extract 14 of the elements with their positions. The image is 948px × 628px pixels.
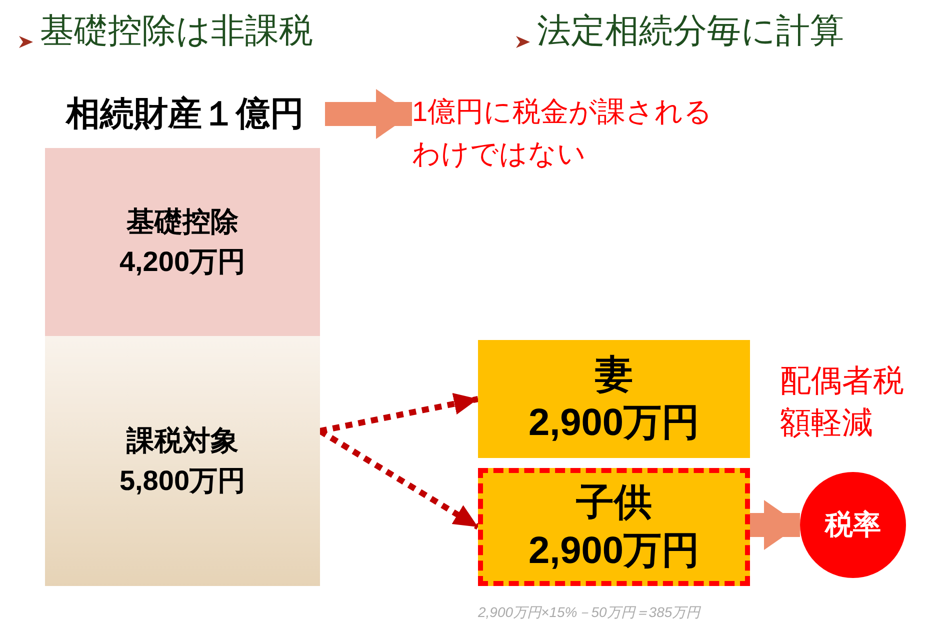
arrow	[750, 500, 800, 550]
share-box: 妻 2,900万円	[478, 340, 750, 458]
heading: 基礎控除は非課税	[40, 11, 313, 52]
arrow	[325, 89, 412, 139]
rate-circle: 税率	[800, 472, 906, 578]
deduction-box: 基礎控除 4,200万円	[45, 148, 320, 336]
heading: 法定相続分毎に計算	[537, 11, 844, 52]
bold-text: 相続財産１億円	[45, 90, 325, 138]
formula-note: 2,900万円×15%－50万円＝385万円	[478, 604, 700, 622]
share-box: 子供 2,900万円	[478, 468, 750, 586]
taxable-box: 課税対象 5,800万円	[45, 336, 320, 586]
arrow	[319, 392, 479, 434]
note-text: 1億円に税金が課されるわけではない	[412, 90, 742, 176]
side-note: 配偶者税額軽減	[780, 362, 905, 442]
